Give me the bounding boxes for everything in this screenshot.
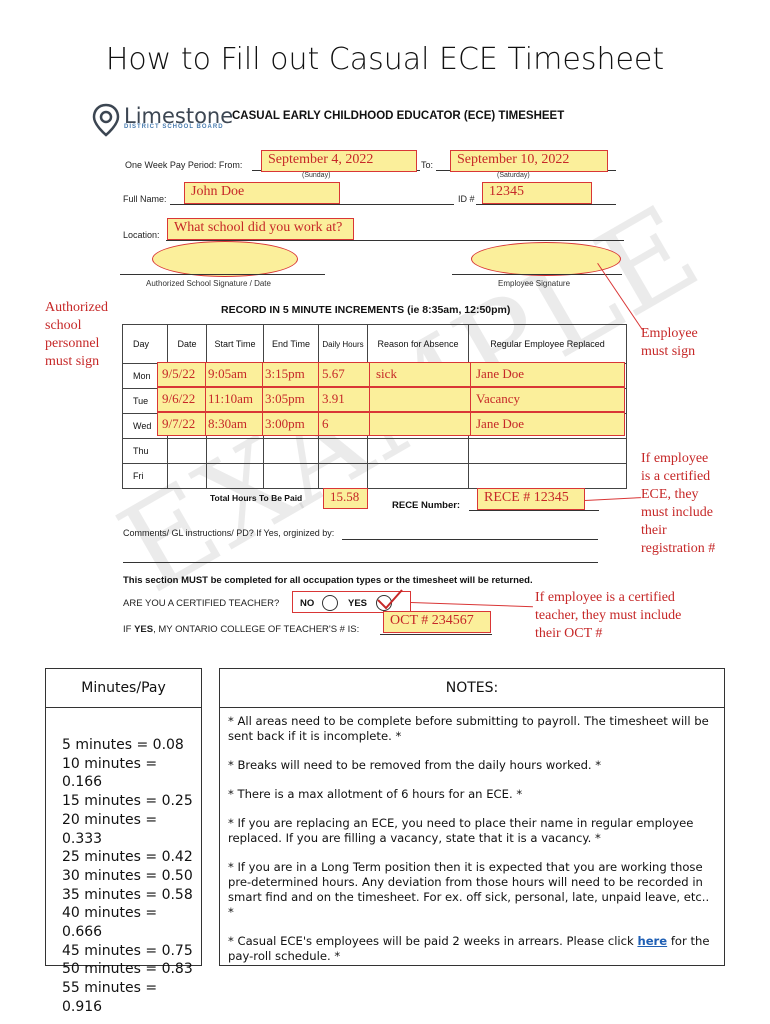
pay-period-to[interactable]: September 10, 2022 [450, 150, 608, 172]
note-item: * If you are in a Long Term position the… [228, 860, 710, 919]
note-item-payroll: * Casual ECE's employees will be paid 2 … [228, 934, 710, 963]
minutes-pay-list: 5 minutes = 0.08 10 minutes = 0.166 15 m… [46, 708, 201, 1017]
logo-name: Limestone [124, 104, 234, 128]
from-day-note: (Sunday) [302, 172, 331, 179]
list-item: 5 minutes = 0.08 [62, 737, 184, 753]
checkmark-icon [377, 589, 403, 610]
total-hours-label: Total Hours To Be Paid [210, 493, 303, 503]
pay-period-to-label: To: [421, 160, 434, 170]
row-day: Fri [122, 463, 168, 489]
certified-highlight [292, 591, 411, 613]
col-date: Date [167, 324, 207, 364]
rece-label: RECE Number: [392, 500, 461, 511]
comments-line[interactable] [123, 562, 598, 563]
payroll-schedule-link[interactable]: here [637, 934, 668, 948]
col-end: End Time [263, 324, 319, 364]
list-item: 20 minutes = 0.333 [62, 811, 158, 847]
cell-replaced: Jane Doe [476, 416, 525, 431]
section-note: This section MUST be completed for all o… [123, 575, 533, 586]
cell-replaced: Jane Doe [476, 366, 525, 381]
col-reason: Reason for Absence [367, 324, 469, 364]
cell-reason: sick [376, 366, 397, 381]
logo-subtitle: DISTRICT SCHOOL BOARD [124, 124, 224, 130]
yes-label: YES [348, 598, 368, 609]
school-signature-field[interactable] [152, 241, 298, 277]
col-replaced: Regular Employee Replaced [468, 324, 627, 364]
cell-date: 9/6/22 [162, 391, 196, 406]
col-hours: Daily Hours [318, 324, 368, 364]
note-item: * Breaks will need to be removed from th… [228, 758, 602, 772]
cell-replaced: Vacancy [476, 391, 521, 406]
cell-date: 9/5/22 [162, 366, 196, 381]
cell-end: 3:00pm [265, 416, 305, 431]
pay-period-label: One Week Pay Period: From: [125, 160, 243, 170]
to-day-note: (Saturday) [497, 172, 530, 179]
note-item: * If you are replacing an ECE, you need … [228, 816, 694, 845]
pay-period-from[interactable]: September 4, 2022 [261, 150, 417, 172]
id-field[interactable]: 12345 [482, 182, 592, 204]
oct-field[interactable]: OCT # 234567 [383, 611, 491, 633]
full-name-label: Full Name: [123, 194, 167, 204]
cell-end: 3:15pm [265, 366, 305, 381]
list-item: 15 minutes = 0.25 [62, 793, 193, 810]
oct-arrow [410, 602, 533, 608]
row-day: Thu [122, 438, 168, 464]
cell-date: 9/7/22 [162, 416, 196, 431]
cell-hours: 5.67 [322, 366, 345, 381]
page-title: How to Fill out Casual ECE Timesheet [105, 42, 665, 77]
employee-signature-field[interactable] [471, 242, 621, 276]
form-title: CASUAL EARLY CHILDHOOD EDUCATOR (ECE) TI… [232, 110, 565, 122]
list-item: 55 minutes = 0.916 [62, 980, 158, 1015]
id-label: ID # [458, 194, 475, 204]
list-item: 40 minutes = 0.666 [62, 905, 158, 941]
col-start: Start Time [206, 324, 264, 364]
record-title: RECORD IN 5 MINUTE INCREMENTS (ie 8:35am… [221, 304, 511, 316]
school-signature-label: Authorized School Signature / Date [146, 279, 271, 288]
cell-hours: 6 [322, 416, 329, 431]
oct-label: IF YES, MY ONTARIO COLLEGE OF TEACHER'S … [123, 624, 360, 635]
cell-end: 3:05pm [265, 391, 305, 406]
rece-arrow [585, 497, 641, 501]
rece-field[interactable]: RECE # 12345 [477, 488, 585, 510]
list-item: 25 minutes = 0.42 [62, 849, 193, 866]
comments-label: Comments/ GL instructions/ PD? If Yes, o… [123, 528, 335, 538]
notes-title: NOTES: [220, 669, 724, 708]
list-item: 30 minutes = 0.50 [62, 867, 193, 884]
full-name-field[interactable]: John Doe [184, 182, 340, 204]
note-item: * All areas need to be complete before s… [228, 714, 709, 743]
cell-start: 8:30am [208, 416, 247, 431]
list-item: 50 minutes = 0.83 [62, 961, 193, 978]
col-day: Day [122, 324, 168, 364]
location-label: Location: [123, 230, 160, 240]
note-item: * There is a max allotment of 6 hours fo… [228, 787, 523, 801]
table-row-wed[interactable] [157, 412, 625, 436]
list-item: 45 minutes = 0.75 [62, 942, 193, 959]
list-item: 35 minutes = 0.58 [62, 886, 193, 903]
list-item: 10 minutes = 0.166 [62, 755, 158, 791]
no-label: NO [300, 598, 315, 609]
notes-box: NOTES: * All areas need to be complete b… [219, 668, 725, 966]
cell-start: 9:05am [208, 366, 247, 381]
table-row-mon[interactable] [157, 362, 625, 387]
location-pin-icon [92, 103, 120, 137]
table-row-tue[interactable] [157, 387, 625, 412]
location-field[interactable]: What school did you work at? [167, 218, 354, 240]
no-radio[interactable] [322, 595, 338, 611]
minutes-pay-box: Minutes/Pay 5 minutes = 0.08 10 minutes … [45, 668, 202, 1015]
cell-hours: 3.91 [322, 391, 345, 406]
cell-start: 11:10am [208, 391, 254, 406]
certified-question: ARE YOU A CERTIFIED TEACHER? [123, 598, 280, 609]
employee-signature-label: Employee Signature [498, 279, 571, 288]
minutes-pay-title: Minutes/Pay [46, 669, 201, 708]
total-hours-field[interactable]: 15.58 [323, 488, 368, 509]
